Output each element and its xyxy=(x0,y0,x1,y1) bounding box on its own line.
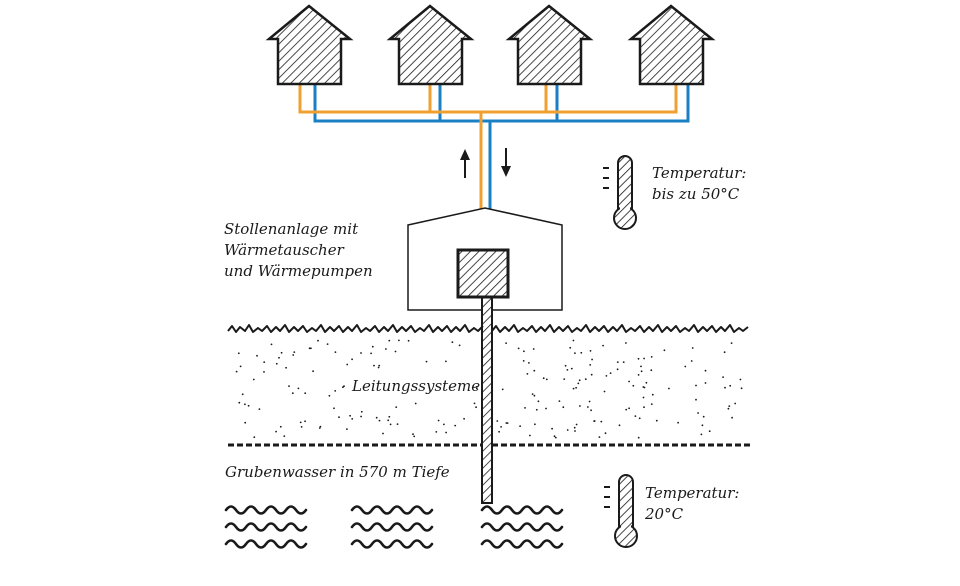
thermometer-icon xyxy=(604,474,638,548)
water-wave-icon xyxy=(224,505,564,549)
house-icon xyxy=(386,4,475,86)
mine-water-label: Grubenwasser in 570 m Tiefe xyxy=(225,462,450,483)
plant-label-line-3: und Wärmepumpen xyxy=(224,262,373,280)
house-icon xyxy=(627,4,716,86)
house-icon xyxy=(265,4,354,86)
temperature-top-value: bis zu 50°C xyxy=(652,185,740,203)
mine-water-label-text: Grubenwasser in 570 m Tiefe xyxy=(225,463,450,481)
plant-label-line-1: Stollenanlage mit xyxy=(224,220,359,238)
arrow-up-icon xyxy=(460,149,470,178)
temperature-bottom-value: 20°C xyxy=(645,505,684,523)
temperature-top-label: Temperatur: bis zu 50°C xyxy=(652,163,746,205)
plant-label: Stollenanlage mit Wärmetauscher und Wärm… xyxy=(224,219,373,282)
ground-surface xyxy=(227,324,749,333)
shaft-pipe xyxy=(481,295,493,504)
thermometer-icon xyxy=(603,155,637,230)
house-icon xyxy=(505,4,594,86)
temperature-bottom-label: Temperatur: 20°C xyxy=(645,483,739,525)
plant-label-line-2: Wärmetauscher xyxy=(224,241,344,259)
soil-texture xyxy=(235,339,743,439)
temperature-top-title: Temperatur: xyxy=(652,164,747,182)
pipes-label-text: Leitungssysteme xyxy=(352,377,481,395)
pipes-label: Leitungssysteme xyxy=(352,376,480,397)
arrow-down-icon xyxy=(501,148,511,177)
temperature-bottom-title: Temperatur: xyxy=(645,484,740,502)
heat-exchanger-box xyxy=(456,248,510,299)
